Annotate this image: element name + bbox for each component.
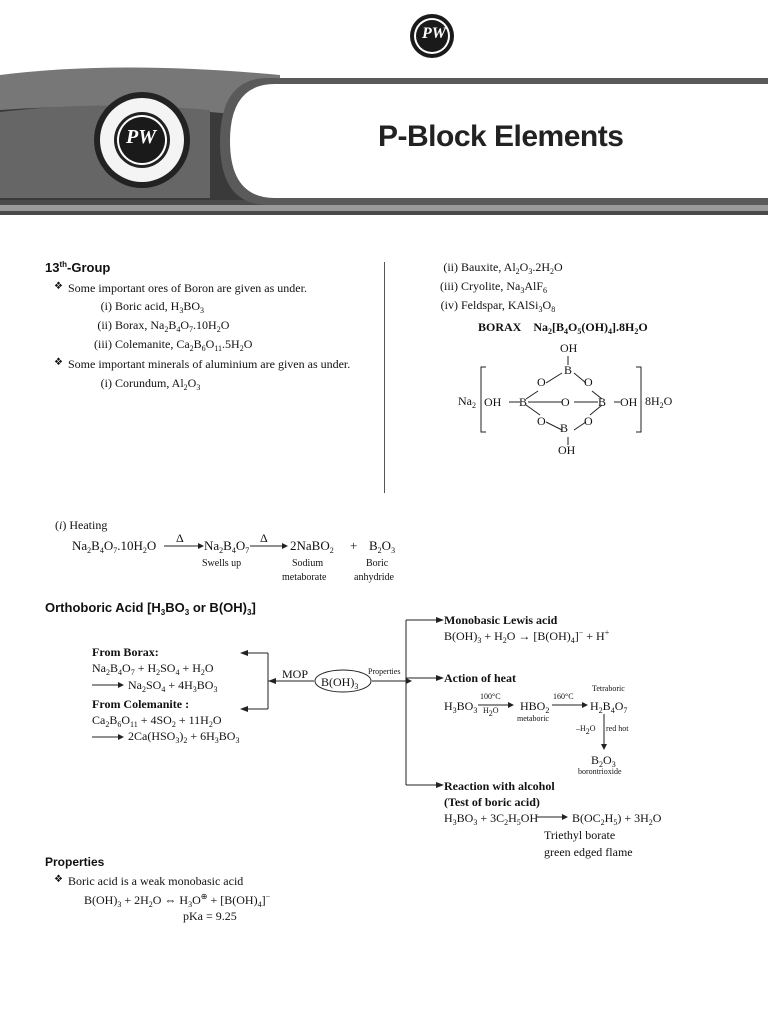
heat-tetraboric: Tetraboric — [592, 684, 625, 693]
arrow-icon — [250, 543, 288, 549]
main-logo-icon — [94, 92, 190, 188]
lewis-equation: B(OH)3 + H2O → [B(OH)4]− + H+ — [444, 628, 610, 645]
atom-b: B — [560, 421, 569, 435]
arrow-icon — [478, 702, 514, 708]
properties-tag: Properties — [368, 667, 401, 676]
heating-nabo2: 2NaBO2 — [290, 538, 334, 555]
arrow-icon — [92, 734, 124, 740]
alcohol-title: Reaction with alcohol — [444, 779, 555, 793]
borax-water: 8H2O — [645, 394, 673, 410]
atom-oh: OH — [560, 341, 578, 355]
atom-o: O — [584, 375, 593, 389]
heating-b2o3: B2O3 — [369, 538, 396, 555]
flow-connectors — [240, 617, 444, 788]
borax-eq1: Na2B4O7 + H2SO4 + H2O — [92, 661, 214, 677]
heat-borontrioxide: borontrioxide — [578, 767, 622, 776]
boron-intro: ❖Some important ores of Boron are given … — [54, 281, 307, 295]
heat-title: Action of heat — [444, 671, 516, 685]
from-borax-label: From Borax: — [92, 645, 159, 659]
metaborate-note: metaborate — [282, 572, 327, 583]
heat-b2o3: B2O3 — [591, 753, 616, 769]
atom-oh: OH — [484, 395, 502, 409]
group-heading: 13th-Group — [45, 260, 111, 275]
aluminium-list-cont: (ii) Bauxite, Al2O3.2H2O (iii) Cryolite,… — [426, 259, 563, 316]
boric-note: Boric — [366, 558, 389, 569]
arrow-icon — [164, 543, 204, 549]
properties-equation: B(OH)3 + 2H2O ⇔ H3O⊕ + [B(OH)4]− — [84, 892, 271, 909]
top-logo-text: PW — [422, 25, 446, 42]
heating-borax: Na2B4O7.10H2O — [72, 538, 157, 555]
arrow-icon — [536, 814, 568, 820]
atom-b: B — [598, 395, 607, 409]
heat-redhot: red hot — [606, 724, 629, 733]
top-logo-icon — [410, 14, 454, 58]
heat-h3bo3: H3BO3 — [444, 699, 478, 715]
list-item: (iii) Colemanite, Ca2B6O11.5H2O — [94, 337, 253, 353]
from-colemanite-label: From Colemanite : — [92, 697, 190, 711]
borax-title: BORAX Na2[B4O5(OH)4].8H2O — [478, 320, 648, 336]
heat-hbo2: HBO2 — [520, 699, 550, 715]
heat-100c: 100°C — [480, 692, 501, 701]
heat-h2b4o7: H2B4O7 — [590, 699, 628, 715]
orthoboric-heading: Orthoboric Acid [H3BO3 or B(OH)3] — [45, 600, 256, 617]
atom-o: O — [561, 395, 570, 409]
atom-oh: OH — [558, 443, 576, 457]
arrow-icon — [92, 682, 124, 688]
boron-list: (i) Boric acid, H3BO3 (ii) Borax, Na2B4O… — [80, 298, 252, 355]
triethyl-note: Triethyl borate — [544, 828, 616, 842]
sodium-note: Sodium — [292, 558, 324, 569]
center-compound: B(OH)3 — [321, 675, 359, 691]
aluminium-intro: ❖Some important minerals of aluminium ar… — [54, 357, 351, 371]
header-banner — [0, 14, 768, 215]
properties-heading: Properties — [45, 855, 105, 869]
atom-na2: Na2 — [458, 394, 476, 410]
heating-label: (i) Heating — [55, 518, 108, 532]
atom-b: B — [519, 395, 528, 409]
alcohol-lhs: H3BO3 + 3C2H5OH — [444, 811, 539, 827]
arrow-down-icon — [601, 714, 607, 750]
borax-eq2: Na2SO4 + 4H3BO3 — [128, 678, 218, 694]
colemanite-eq1: Ca2B6O11 + 4SO2 + 11H2O — [92, 713, 222, 729]
colemanite-eq2: 2Ca(HSO3)2 + 6H3BO3 — [128, 729, 240, 745]
property-point: ❖Boric acid is a weak monobasic acid — [54, 874, 244, 888]
lewis-title: Monobasic Lewis acid — [444, 613, 558, 627]
list-item: (iii) Cryolite, Na3AlF6 — [440, 279, 548, 295]
list-item: (i) Corundum, Al2O3 — [100, 376, 201, 392]
delta-symbol: Δ — [176, 531, 184, 545]
heating-anhydrous: Na2B4O7 — [204, 538, 250, 555]
atom-o: O — [584, 414, 593, 428]
list-item: (ii) Bauxite, Al2O3.2H2O — [443, 260, 563, 276]
heat-160c: 160°C — [553, 692, 574, 701]
flame-note: green edged flame — [544, 845, 633, 859]
mop-label: MOP — [282, 667, 309, 681]
swells-note: Swells up — [202, 558, 242, 569]
delta-symbol: Δ — [260, 531, 268, 545]
pka-value: pKa = 9.25 — [183, 909, 237, 923]
list-item: (ii) Borax, Na2B4O7.10H2O — [97, 318, 230, 334]
anhydride-note: anhydride — [354, 572, 394, 583]
list-item: (iv) Feldspar, KAlSi3O8 — [440, 298, 556, 314]
arrow-icon — [552, 702, 588, 708]
alcohol-subtitle: (Test of boric acid) — [444, 795, 540, 809]
borax-structure-diagram — [480, 356, 642, 445]
atom-oh: OH — [620, 395, 638, 409]
atom-b: B — [564, 363, 573, 377]
atom-o: O — [537, 414, 546, 428]
heat-h2o: H2O — [483, 706, 499, 718]
heat-metaboric: metaboric — [517, 714, 549, 723]
alcohol-rhs: B(OC2H5) + 3H2O — [572, 811, 662, 827]
page-title: P-Block Elements — [378, 120, 624, 153]
plus-sign: + — [350, 538, 358, 553]
atom-o: O — [537, 375, 546, 389]
list-item: (i) Boric acid, H3BO3 — [100, 299, 204, 315]
heat-minus-h2o: –H2O — [576, 724, 596, 736]
column-divider — [384, 262, 385, 493]
main-logo-text: PW — [126, 126, 156, 148]
